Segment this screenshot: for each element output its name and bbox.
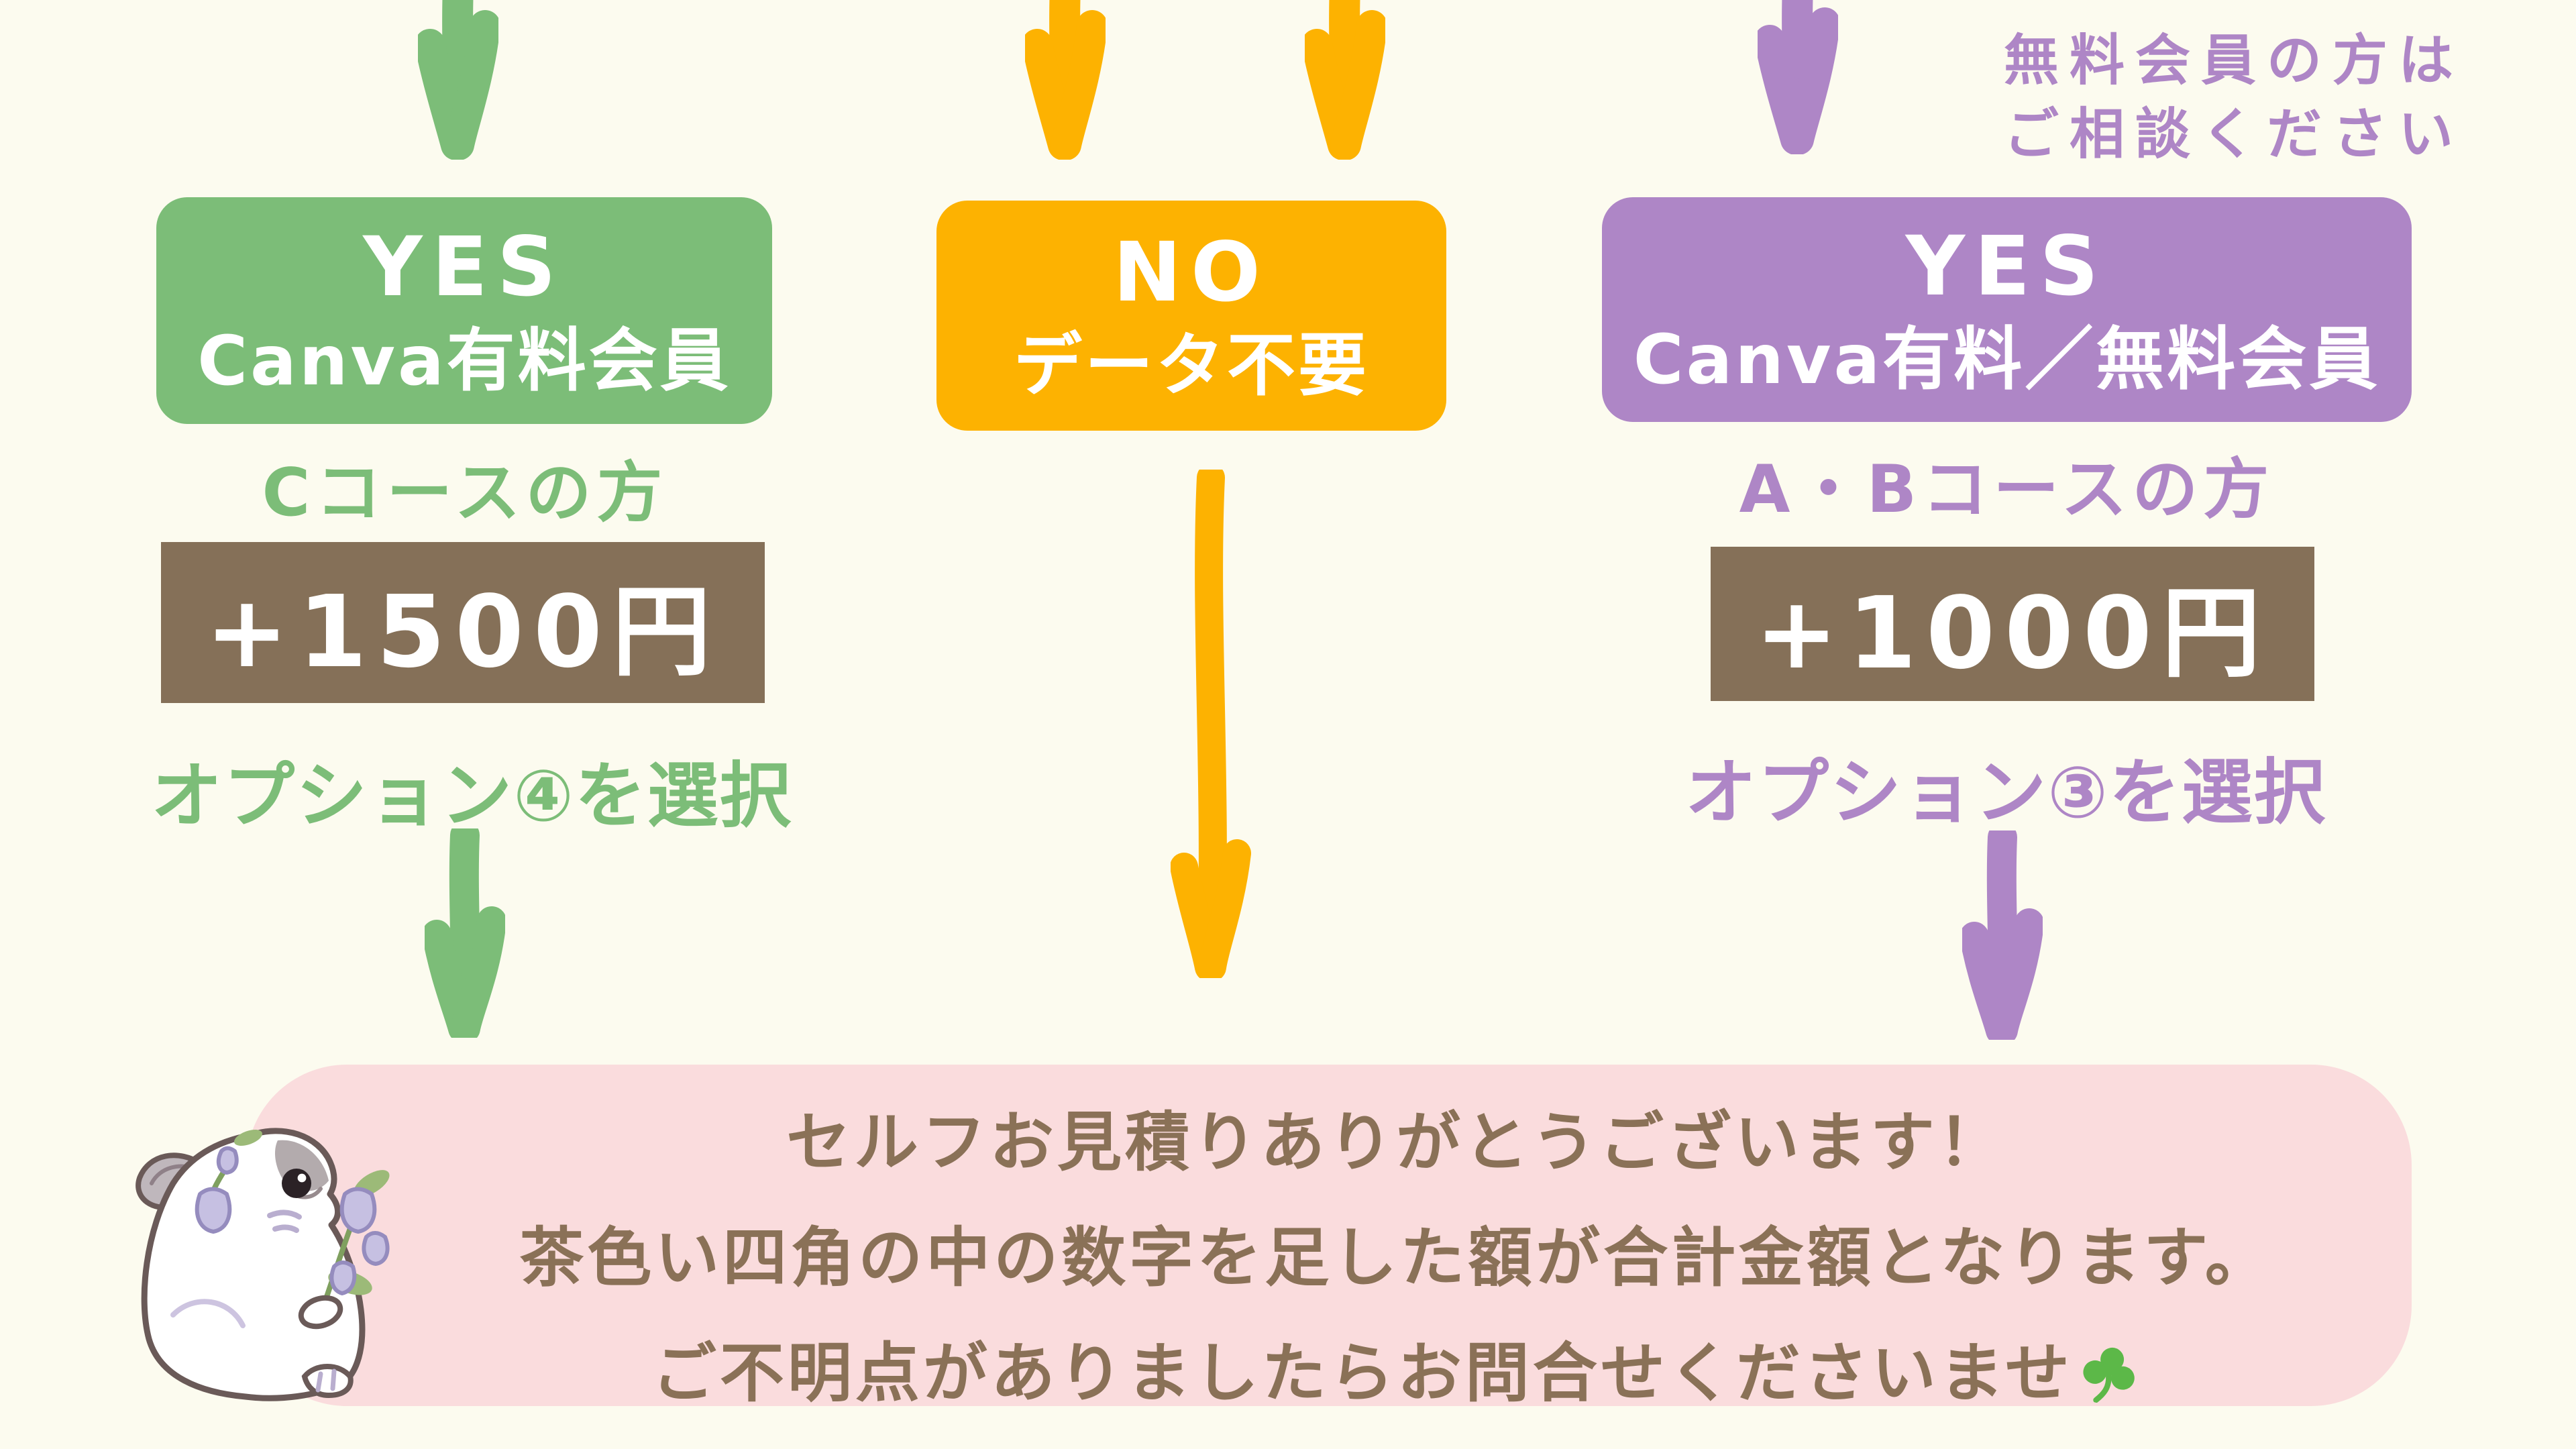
course-c-label: Cコースの方: [262, 455, 668, 531]
orange-down-arrow-icon: [1025, 0, 1106, 160]
no-data-box: NO データ不要: [936, 201, 1446, 431]
decision-line-no: NO: [1113, 224, 1270, 320]
yes-paid-free-member-box: YES Canva有料／無料会員: [1602, 197, 2412, 422]
shamrock-icon: [2073, 1337, 2146, 1410]
footer-line-3: ご不明点がありましたらお問合せくださいませ: [461, 1316, 2331, 1431]
note-line-1: 無料会員の方は: [2003, 29, 2464, 93]
decision-line-no-data: データ不要: [1014, 326, 1369, 407]
purple-down-arrow-icon: [1758, 0, 1838, 154]
footer-line-3-text: ご不明点がありましたらお問合せくださいませ: [651, 1336, 2074, 1411]
purple-down-arrow-icon: [1962, 830, 2043, 1040]
rabbit-with-bellflowers-icon: [136, 1128, 390, 1401]
footer-line-2: 茶色い四角の中の数字を足した額が合計金額となります。: [519, 1220, 2273, 1295]
footer-line-1: セルフお見積りありがとうございます！: [786, 1105, 2006, 1180]
price-plus-1500-box: +1500円: [161, 542, 765, 703]
yes-paid-member-box: YES Canva有料会員: [156, 197, 772, 424]
green-down-arrow-icon: [425, 828, 505, 1038]
price-plus-1000-box: +1000円: [1711, 547, 2314, 701]
orange-down-arrow-icon: [1305, 0, 1385, 160]
decision-line-membership: Canva有料／無料会員: [1633, 320, 2381, 400]
green-down-arrow-icon: [418, 0, 498, 160]
free-member-note: 無料会員の方は ご相談ください: [1892, 24, 2576, 172]
decision-line-membership: Canva有料会員: [197, 321, 731, 401]
decision-line-yes: YES: [1905, 218, 2108, 314]
option-4-label: オプション④を選択: [151, 755, 792, 837]
course-ab-label: A・Bコースの方: [1739, 451, 2275, 528]
decision-line-yes: YES: [363, 219, 566, 315]
orange-long-down-arrow-icon: [1171, 470, 1251, 978]
option-3-label: オプション③を選択: [1685, 751, 2326, 834]
footer-banner: セルフお見積りありがとうございます！ 茶色い四角の中の数字を足した額が合計金額と…: [246, 1065, 2412, 1411]
note-line-2: ご相談ください: [2003, 102, 2464, 166]
